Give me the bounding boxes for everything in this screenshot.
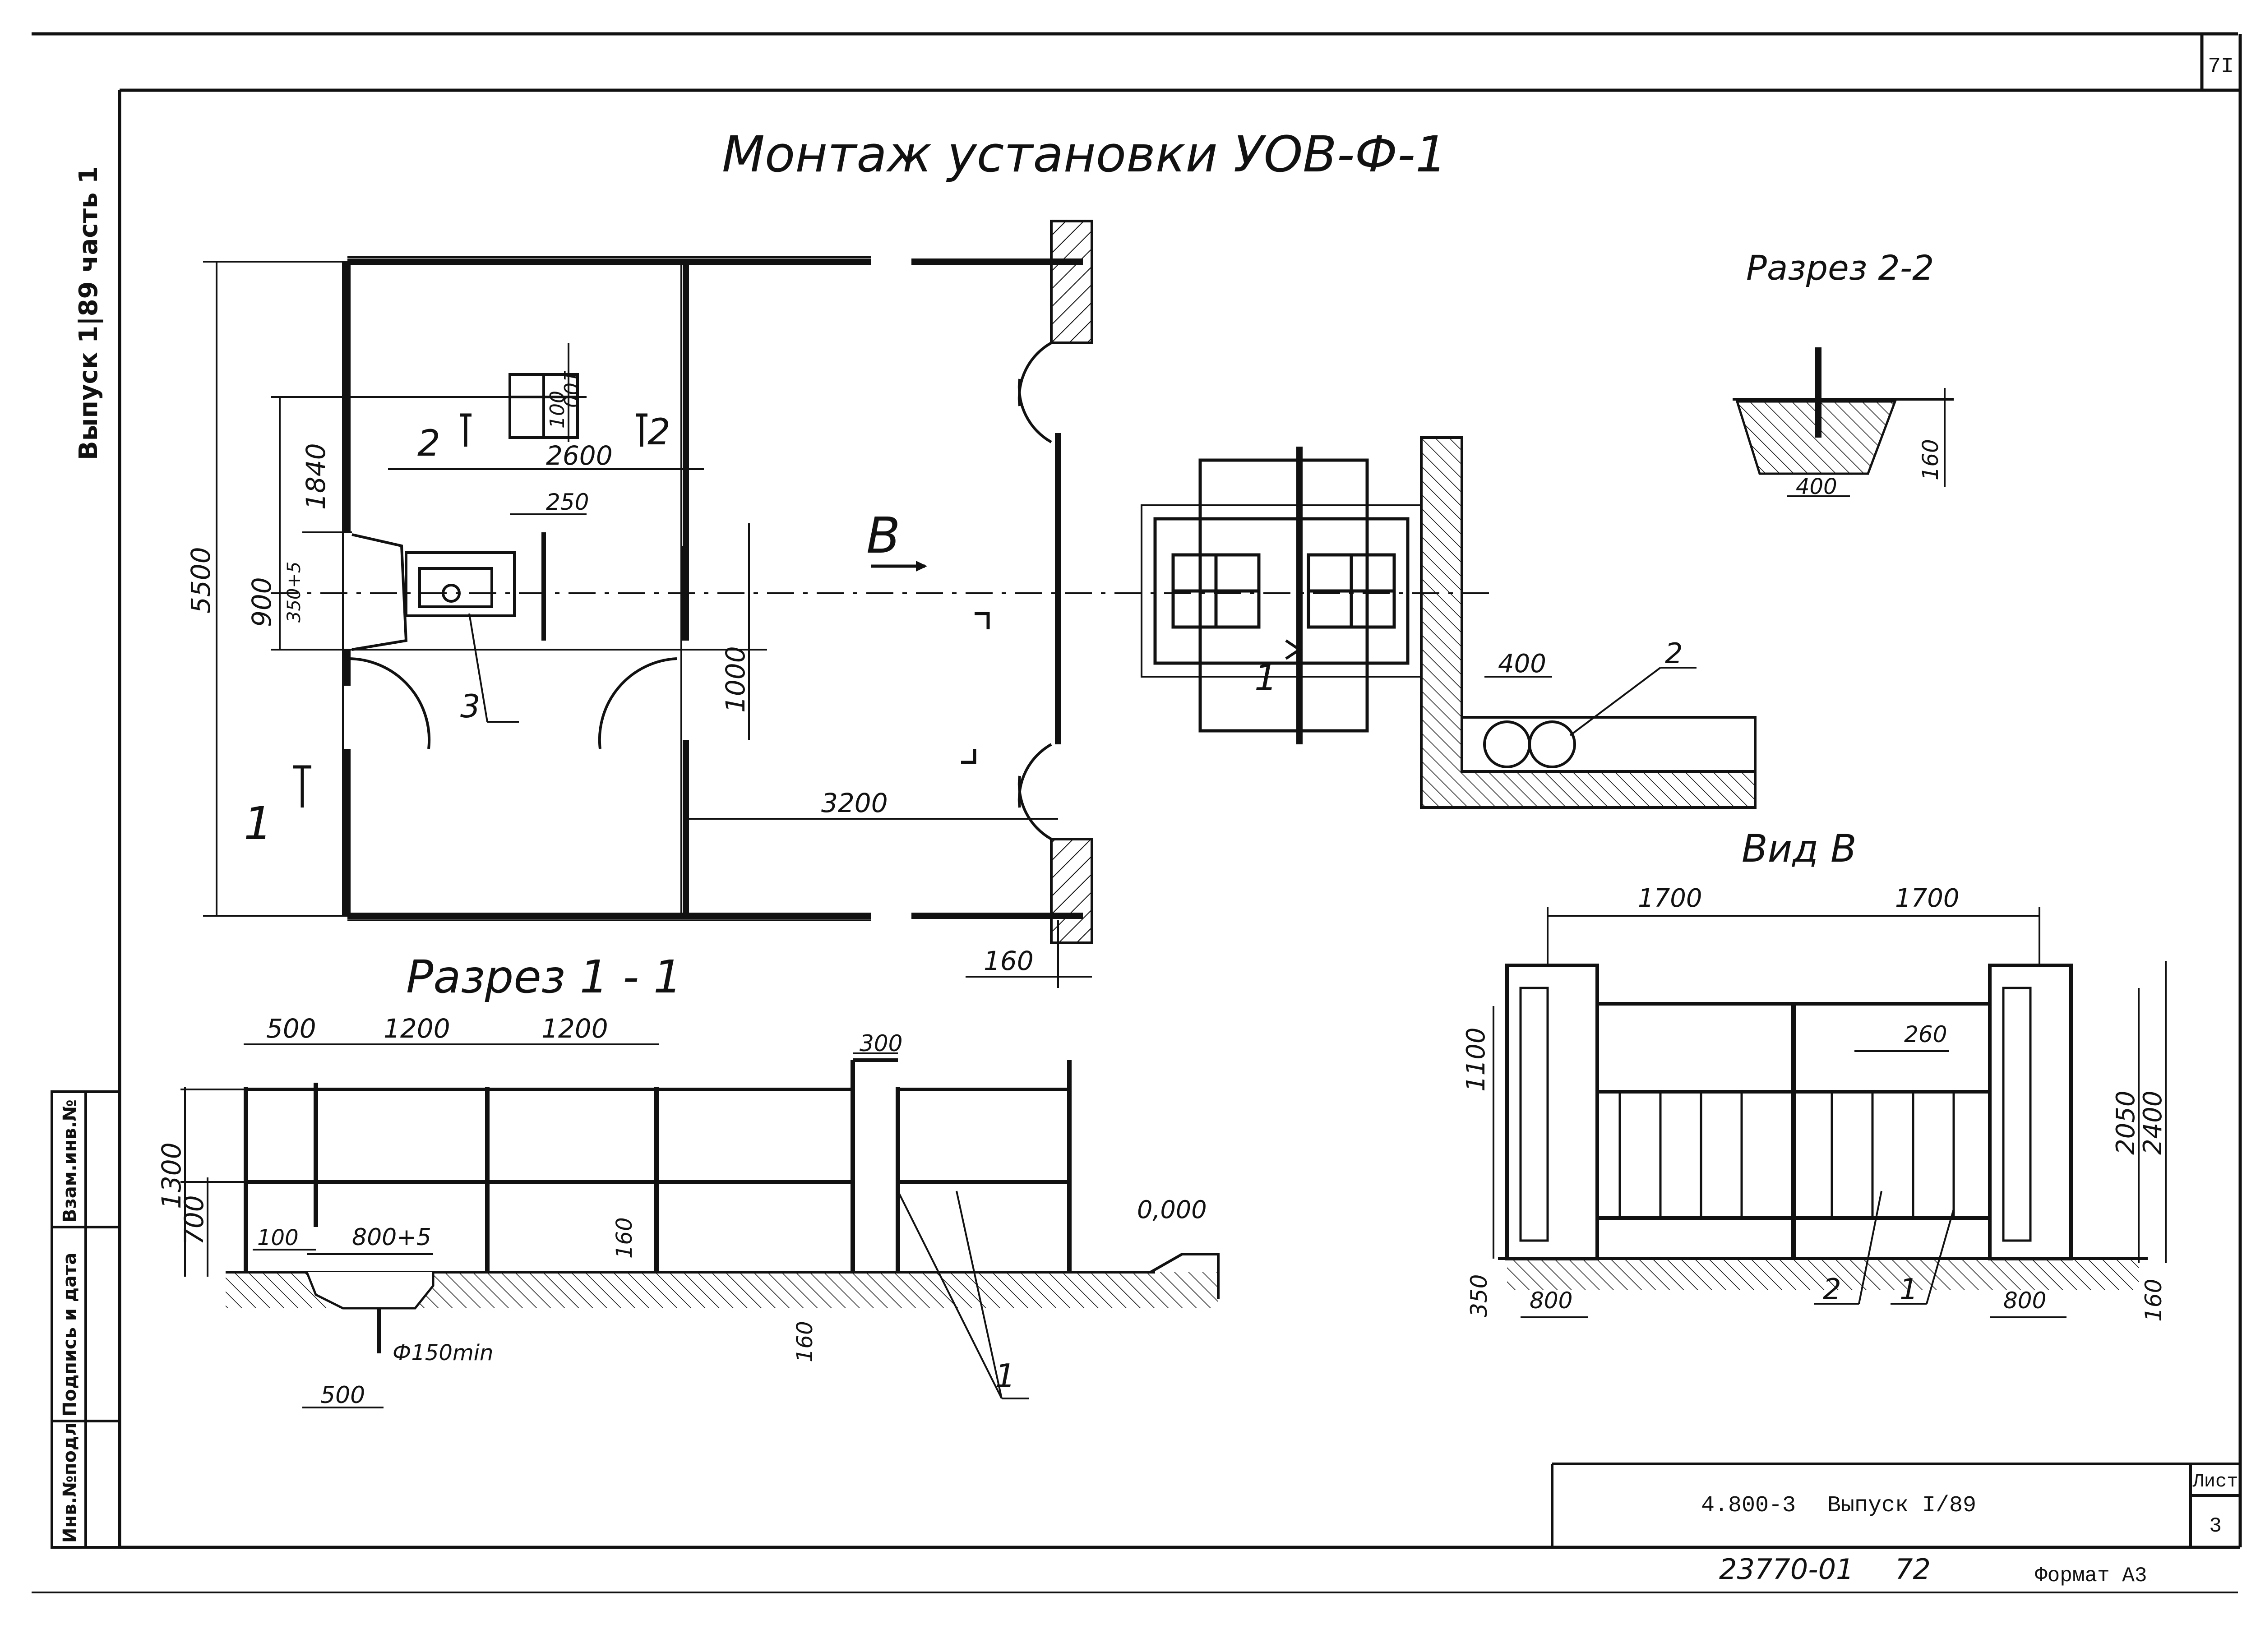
plan-dim-250: 250 (546, 489, 589, 515)
sheet-format: Формат А3 (2035, 1564, 2147, 1587)
margin-stamp-col-1: Инв.№подл (60, 1423, 80, 1543)
view-b-marker: B (866, 507, 900, 564)
wall-detail: 400 2 (1420, 436, 1757, 809)
section-1-1-callout-1: 1 (995, 1357, 1016, 1395)
view-b-dim-160: 160 (2140, 1279, 2167, 1322)
page-number: 72 (1895, 1553, 1931, 1586)
view-b-dim-1700-right: 1700 (1895, 884, 1960, 913)
sheet-frame (32, 32, 2242, 1593)
view-b-dim-260: 260 (1904, 1021, 1947, 1047)
view-b-callout-1: 1 (1900, 1273, 1918, 1306)
corner-number: 7I (2208, 55, 2234, 79)
view-b-dim-350: 350 (1466, 1274, 1492, 1317)
margin-stamp: Инв.№подл Подпись и дата Взам.инв.№ (51, 1090, 121, 1549)
view-b-dim-2050: 2050 (2111, 1090, 2140, 1155)
view-b-callout-2: 2 (1823, 1273, 1841, 1306)
plan-dim-1000: 1000 (720, 646, 751, 713)
plan-view: 5500 1840 900 350+5 100 100 2600 250 100… (185, 220, 1489, 988)
view-b: Вид В (1461, 826, 2168, 1322)
margin-stamp-col-2: Подпись и дата (60, 1253, 80, 1417)
section-1-marker: 1 (244, 797, 273, 850)
view-b-dim-800-right: 800 (2003, 1287, 2046, 1314)
view-b-dim-1100: 1100 (1461, 1027, 1491, 1092)
plan-dim-350: 350+5 (284, 562, 305, 623)
plan-dim-160: 160 (984, 946, 1034, 976)
section-1-1-dim-1300: 1300 (156, 1142, 187, 1209)
section-2-2: Разрез 2-2 400 160 (1733, 248, 1954, 499)
title-block-sheet-number: 3 (2209, 1514, 2222, 1538)
archive-number: 23770-01 (1719, 1553, 1854, 1586)
plan-dim-900: 900 (246, 577, 277, 627)
section-2-marker-right: 2 (647, 411, 670, 453)
plan-dim-2600: 2600 (546, 440, 613, 471)
pit-detail-break-label: 1 (1254, 657, 1277, 699)
plan-dim-1840: 1840 (300, 443, 331, 510)
margin-stamp-col-3: Взам.инв.№ (60, 1099, 80, 1223)
section-1-1-dim-100: 100 (257, 1225, 299, 1251)
side-stamp: Выпуск 1|89 часть 1 (74, 166, 103, 460)
plan-dim-3200: 3200 (821, 788, 888, 818)
title-block: 4.800-3 Выпуск I/89 Лист 3 23770-01 72 Ф… (1551, 1463, 2240, 1587)
plan-dim-100-top: 100 (559, 370, 582, 408)
plan-dim-5500: 5500 (185, 547, 216, 614)
section-2-2-title: Разрез 2-2 (1746, 248, 1934, 288)
section-1-1-pipe-diameter: Ф150min (393, 1340, 493, 1366)
plan-dim-100-mid: 100 (546, 391, 569, 429)
section-2-marker-left: 2 (417, 422, 440, 464)
section-1-1-dim-1200-b: 1200 (541, 1013, 608, 1044)
section-1-1-dim-500-bottom: 500 (320, 1382, 365, 1409)
section-1-1-title: Разрез 1 - 1 (406, 951, 682, 1003)
section-1-1-dim-1200-a: 1200 (384, 1013, 450, 1044)
view-b-dim-1700-left: 1700 (1638, 884, 1702, 913)
title-block-sheet-label: Лист (2192, 1471, 2238, 1492)
section-2-2-dim-160: 160 (1918, 439, 1943, 480)
wall-detail-dim-400: 400 (1498, 649, 1546, 678)
plan-callout-3: 3 (460, 688, 481, 725)
section-1-1-dim-700: 700 (179, 1195, 209, 1245)
wall-detail-callout-2: 2 (1665, 637, 1683, 670)
section-1-1-dim-800: 800+5 (352, 1224, 431, 1251)
drawing-title: Монтаж установки УОВ-Ф-1 (722, 125, 1447, 183)
view-b-dim-800-left: 800 (1530, 1287, 1572, 1314)
section-1-1: Разрез 1 - 1 (156, 951, 1220, 1409)
section-1-1-elevation: 0,000 (1137, 1195, 1207, 1224)
section-1-1-dim-160-b: 160 (792, 1321, 818, 1362)
section-1-1-dim-300: 300 (860, 1030, 902, 1057)
title-block-issue: Выпуск I/89 (1827, 1493, 1976, 1518)
pit-detail: 1 (1141, 447, 1422, 744)
title-block-code: 4.800-3 (1701, 1493, 1796, 1518)
section-1-1-dim-160-a: 160 (612, 1217, 637, 1259)
section-2-2-dim-400: 400 (1796, 474, 1837, 499)
view-b-title: Вид В (1742, 826, 1857, 871)
section-1-1-dim-500: 500 (266, 1013, 316, 1044)
view-b-dim-2400: 2400 (2138, 1090, 2168, 1155)
